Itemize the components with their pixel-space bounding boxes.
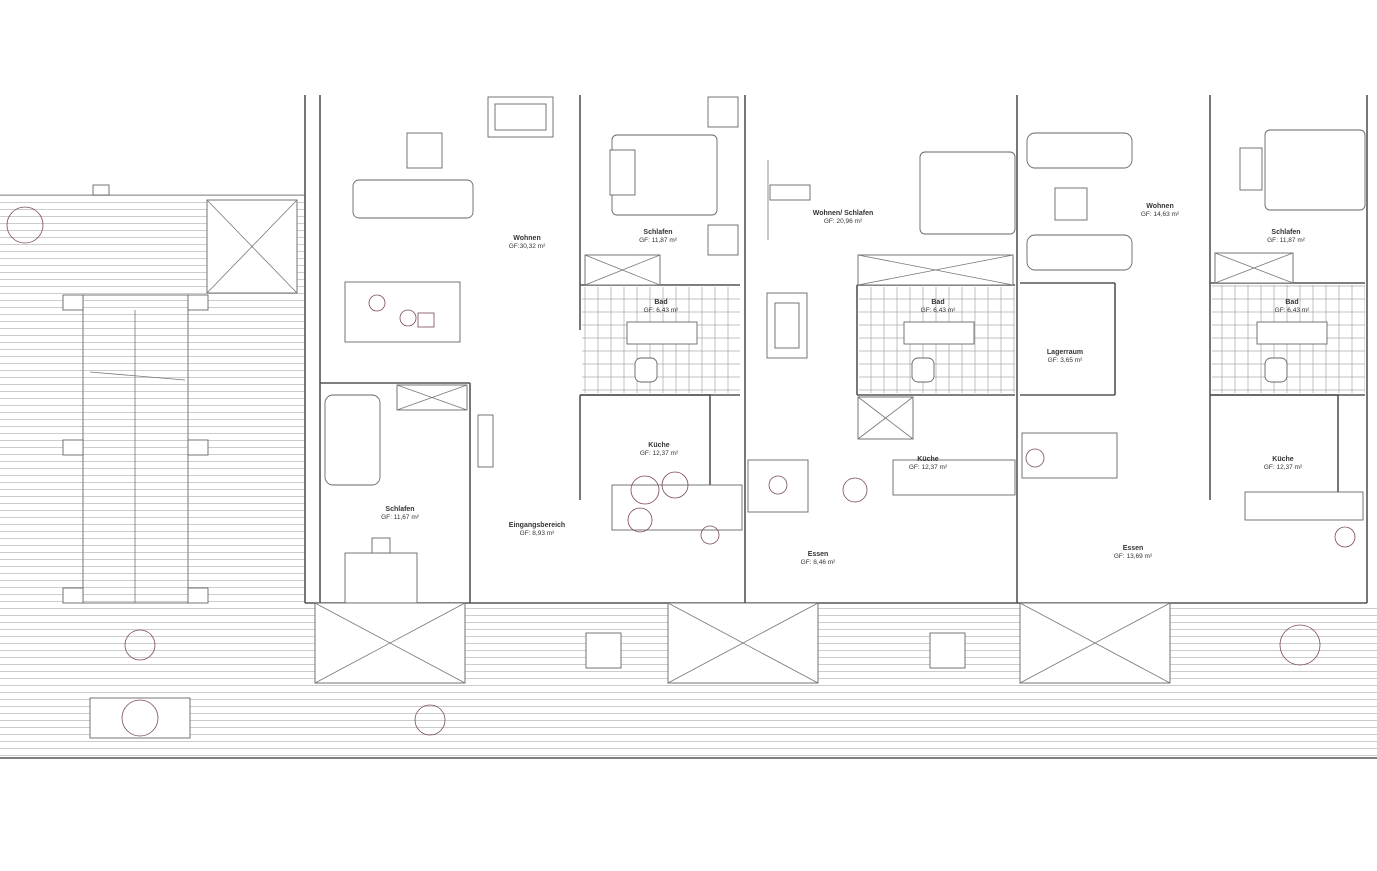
room-name: Schlafen: [1271, 229, 1300, 236]
room-area: GF: 3,65 m²: [1048, 357, 1084, 364]
room-name: Eingangsbereich: [509, 522, 565, 529]
room-area: GF: 12,37 m²: [909, 464, 948, 471]
room-area: GF: 8,46 m²: [801, 559, 837, 566]
room-area: GF: 11,87 m²: [639, 237, 678, 244]
building-walls: [304, 95, 1368, 604]
room-area: GF: 6,43 m²: [921, 307, 957, 314]
room-area: GF: 11,67 m²: [381, 514, 420, 521]
room-name: Küche: [648, 442, 670, 449]
room-name: Wohnen/ Schlafen: [813, 210, 874, 217]
room-area: GF: 11,87 m²: [1267, 237, 1306, 244]
room-area: GF: 6,43 m²: [644, 307, 680, 314]
room-name: Lagerraum: [1047, 349, 1083, 356]
room-area: GF: 14,63 m²: [1141, 211, 1180, 218]
room-name: Wohnen: [1146, 203, 1173, 210]
furniture: [6, 96, 1366, 739]
room-name: Bad: [931, 299, 944, 306]
room-area: GF: 13,69 m²: [1114, 553, 1153, 560]
room-name: Schlafen: [385, 506, 414, 513]
room-name: Essen: [1123, 545, 1144, 552]
bathroom-tiles: [582, 285, 1365, 393]
room-area: GF: 8,93 m²: [520, 530, 556, 537]
room-name: Schlafen: [643, 229, 672, 236]
wardrobes: [396, 252, 1294, 440]
room-area: GF: 12,37 m²: [1264, 464, 1303, 471]
room-name: Bad: [1285, 299, 1298, 306]
room-area: GF: 12,37 m²: [640, 450, 679, 457]
staircase: [62, 184, 298, 604]
room-name: Bad: [654, 299, 667, 306]
room-area: GF:30,32 m²: [509, 243, 546, 250]
room-area: GF: 20,96 m²: [824, 218, 863, 225]
room-area: GF: 6,43 m²: [1275, 307, 1311, 314]
room-name: Küche: [917, 456, 939, 463]
room-name: Essen: [808, 551, 829, 558]
room-name: Wohnen: [513, 235, 540, 242]
room-name: Küche: [1272, 456, 1294, 463]
